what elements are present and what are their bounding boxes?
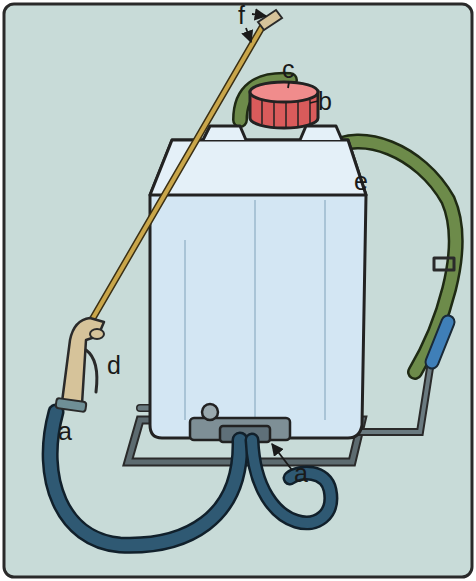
part-letter: d — [107, 352, 121, 378]
frame — [4, 4, 472, 577]
part-letter: a — [294, 460, 308, 486]
leader-lines — [246, 14, 318, 470]
tank — [150, 126, 366, 438]
part-letter: b — [318, 88, 332, 114]
wand — [55, 10, 282, 412]
part-letter: c — [282, 56, 295, 82]
cap — [250, 82, 318, 128]
part-letter: e — [354, 168, 368, 194]
part-letter: a — [58, 418, 72, 444]
hose — [50, 412, 331, 545]
part-letter: f — [238, 2, 245, 28]
